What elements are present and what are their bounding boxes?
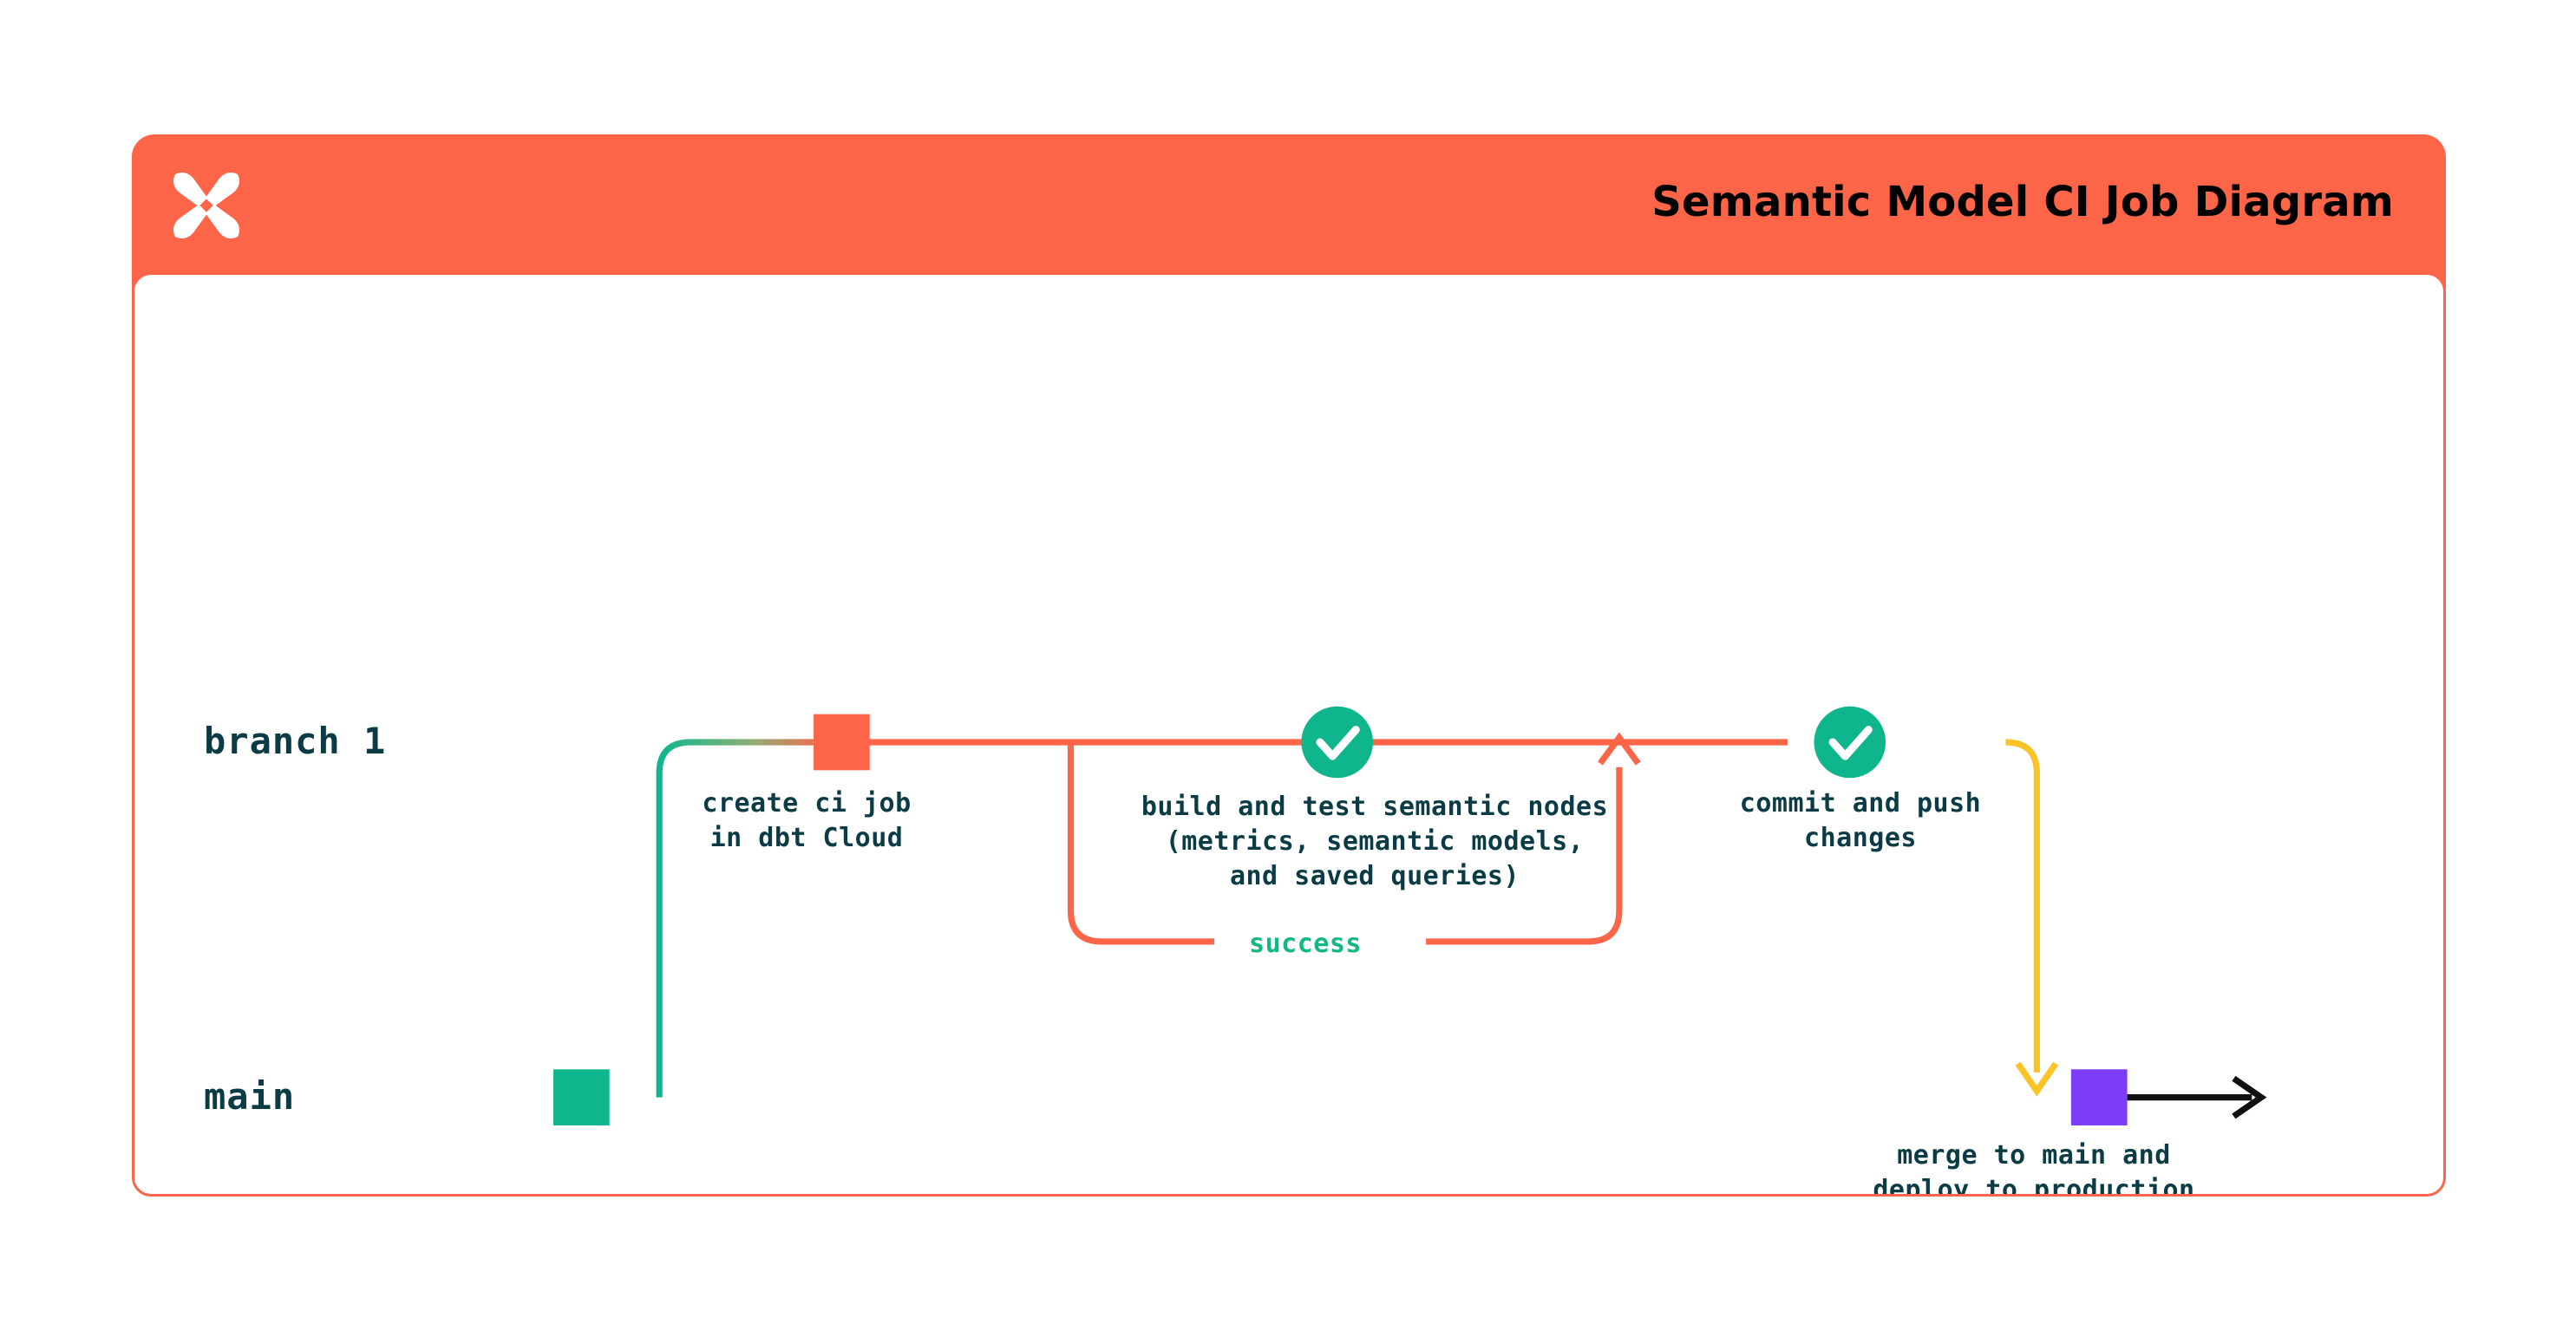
main-continues-arrow	[2127, 1075, 2267, 1119]
node-main-start[interactable]	[553, 1069, 610, 1125]
node-label-build-and-test: build and test semantic nodes (metrics, …	[1141, 792, 1609, 891]
dbt-logo-icon	[165, 164, 248, 247]
card-header: Semantic Model CI Job Diagram	[132, 134, 2446, 290]
node-label-create-ci-job: create ci job in dbt Cloud	[702, 788, 912, 853]
git-flow-svg	[553, 706, 2267, 1125]
lane-label-branch1: branch 1	[204, 720, 387, 762]
node-label-commit-and-push: commit and push changes	[1739, 788, 1982, 853]
diagram-card: Semantic Model CI Job Diagram	[132, 134, 2446, 1197]
node-build-and-test[interactable]	[1301, 706, 1374, 779]
node-commit-and-push[interactable]	[1814, 706, 1886, 779]
merge-down-edge	[2005, 739, 2059, 1097]
page-title: Semantic Model CI Job Diagram	[1651, 178, 2394, 226]
diagram-body: branch 1 main create ci job in dbt Cloud…	[132, 272, 2446, 1197]
lane-label-main: main	[204, 1075, 296, 1118]
node-create-ci-job[interactable]	[814, 714, 870, 771]
check-icon	[1316, 726, 1360, 760]
node-label-merge-to-main: merge to main and deploy to production	[1873, 1140, 2195, 1197]
branch-off-edge	[656, 739, 829, 1098]
success-loop-label: success	[1214, 925, 1396, 963]
success-loop-path	[1067, 732, 1641, 945]
check-icon	[1828, 726, 1873, 760]
node-merge-to-main[interactable]	[2070, 1069, 2128, 1125]
